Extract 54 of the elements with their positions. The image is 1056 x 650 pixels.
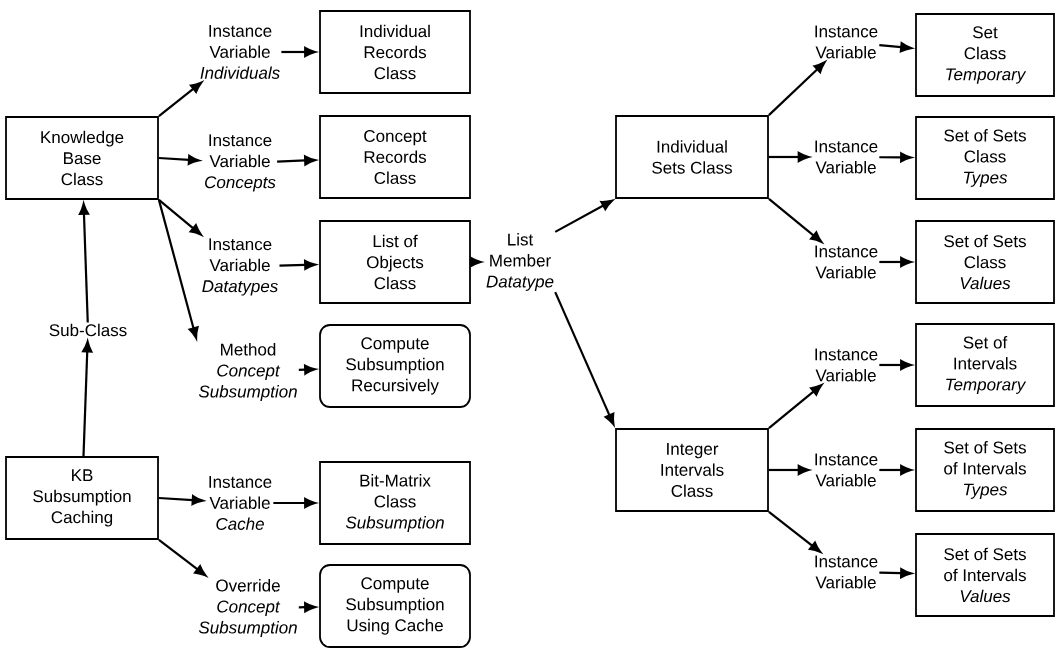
relation-label: Instance Variable: [815, 555, 878, 589]
arrow: [879, 256, 912, 268]
method-box: Compute Subsumption Recursively: [319, 324, 471, 408]
relation-label: Method Concept Subsumption: [198, 343, 297, 401]
class-box: Bit-Matrix Class Subsumption: [319, 461, 471, 545]
arrow: [158, 81, 203, 117]
relation-label: List Member Datatype: [486, 233, 554, 291]
arrow: [768, 151, 810, 163]
arrow: [768, 384, 823, 429]
arrow: [879, 464, 912, 476]
class-box: KB Subsumption Caching: [5, 456, 159, 540]
class-box: Set of Sets Class Values: [915, 220, 1055, 304]
arrow: [879, 359, 912, 371]
class-box: Set Class Temporary: [915, 13, 1055, 97]
arrow: [158, 154, 200, 165]
relation-label: Instance Variable: [815, 140, 878, 174]
relation-label: Instance Variable: [815, 348, 878, 382]
arrow: [554, 291, 615, 426]
arrow: [298, 364, 316, 375]
relation-label: Override Concept Subsumption: [198, 579, 297, 637]
class-box: Set of Sets of Intervals Values: [915, 533, 1055, 617]
class-box: Concept Records Class: [319, 115, 471, 199]
arrow: [469, 256, 482, 268]
arrow: [157, 199, 199, 339]
relation-label: Instance Variable Datatypes: [202, 238, 278, 296]
class-box: Integer Intervals Class: [615, 428, 769, 512]
class-box: Individual Sets Class: [615, 115, 769, 199]
relation-label: Instance Variable: [815, 453, 878, 487]
arrow: [768, 464, 810, 476]
relation-label: Sub-Class: [49, 323, 127, 337]
arrow: [158, 199, 202, 236]
arrow: [554, 199, 613, 233]
arrow: [158, 539, 207, 577]
class-box: Set of Sets Class Types: [915, 116, 1055, 200]
arrow: [82, 340, 93, 457]
arrow: [768, 61, 826, 116]
arrow: [298, 602, 316, 613]
class-box: List of Objects Class: [319, 220, 471, 304]
class-box: Set of Intervals Temporary: [915, 323, 1055, 407]
arrow: [768, 198, 823, 243]
arrow: [158, 494, 204, 506]
relation-label: Instance Variable Cache: [209, 476, 272, 530]
relation-label: Instance Variable: [815, 245, 878, 279]
relation-label: Instance Variable Concepts: [205, 134, 276, 192]
arrow: [273, 497, 316, 509]
arrow: [281, 46, 316, 58]
arrow: [277, 155, 316, 166]
relation-label: Instance Variable Individuals: [200, 25, 280, 79]
class-box: Knowledge Base Class: [5, 116, 159, 200]
arrow: [768, 511, 822, 553]
method-box: Compute Subsumption Using Cache: [319, 564, 471, 648]
class-box: Set of Sets of Intervals Types: [915, 428, 1055, 512]
relation-label: Instance Variable: [815, 25, 878, 59]
class-box: Individual Records Class: [319, 10, 471, 94]
